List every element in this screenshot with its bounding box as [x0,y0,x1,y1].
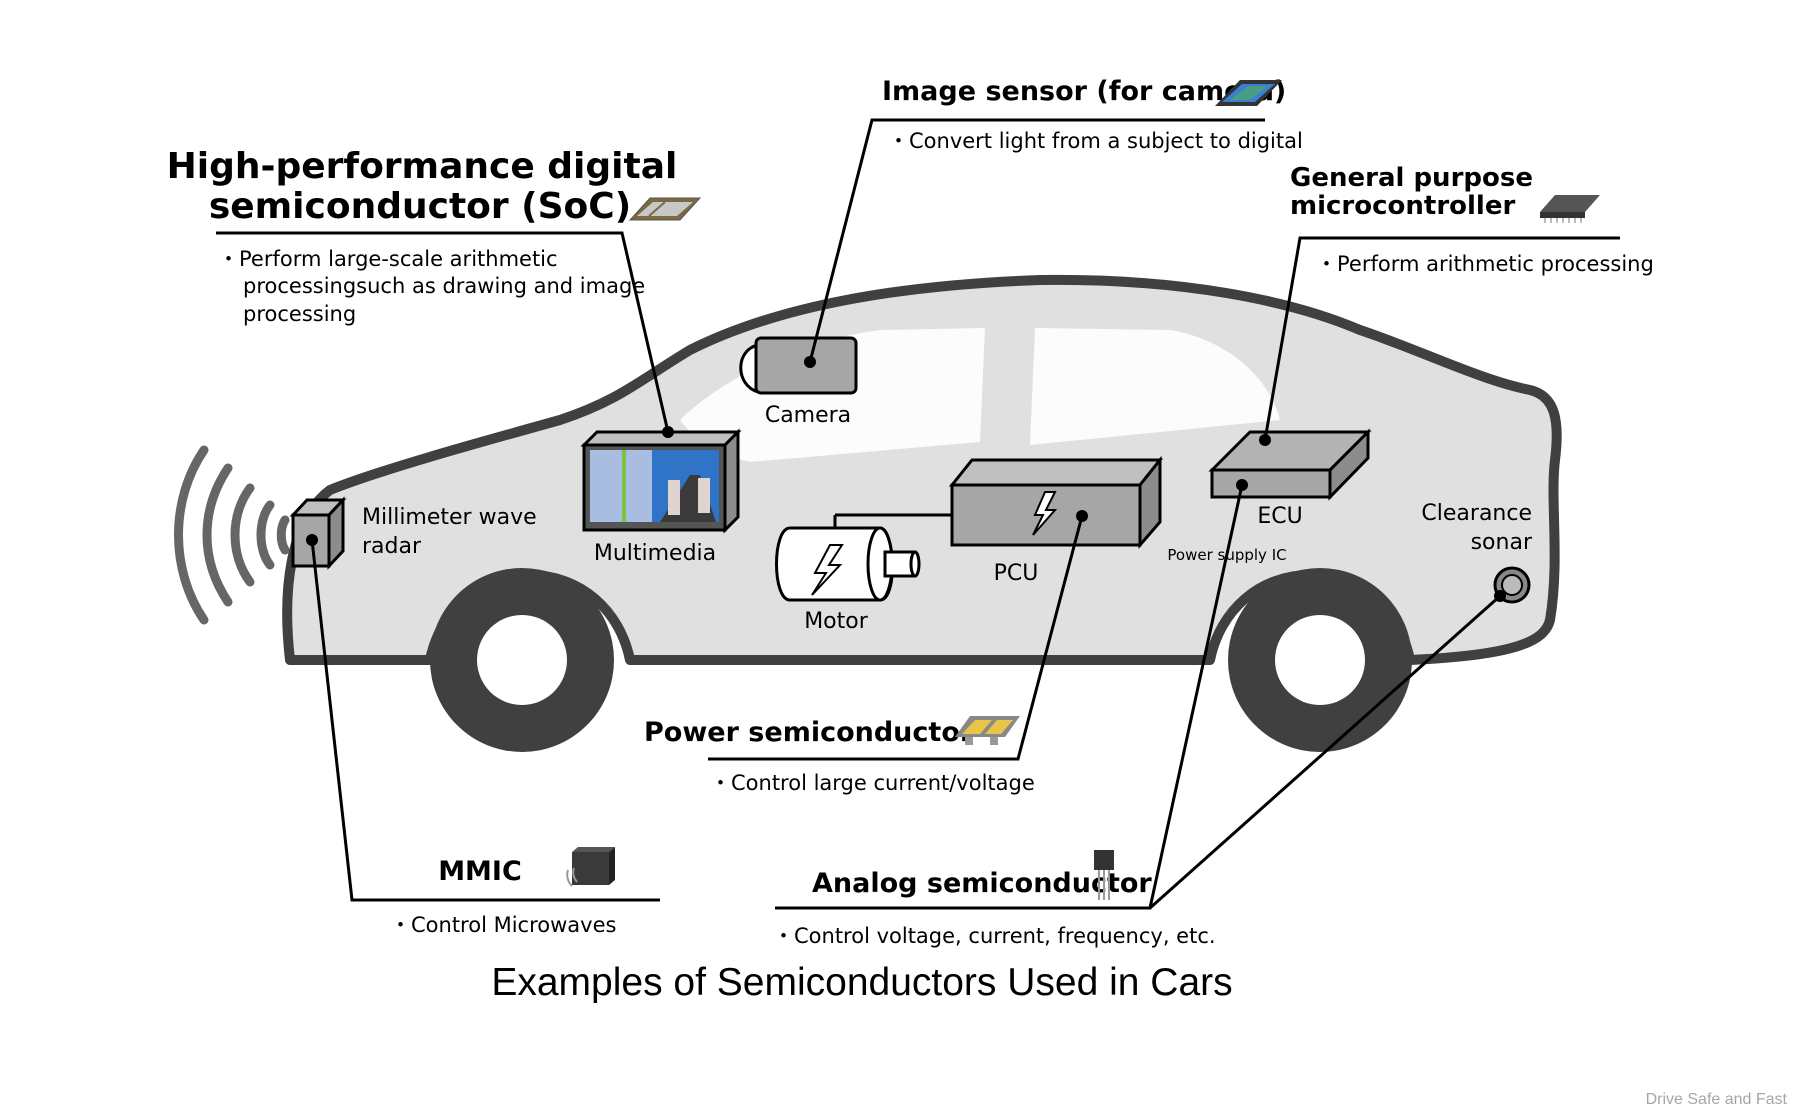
microcontroller-title-line1: General purpose [1290,163,1533,193]
analog-desc: ・Control voltage, current, frequency, et… [773,924,1216,948]
pcu-label: PCU [994,561,1039,586]
microcontroller-chip-icon [1540,195,1600,223]
multimedia-label: Multimedia [594,541,716,566]
sonar-label-line1: Clearance [1421,501,1532,526]
soc-desc-line3: processing [243,302,356,326]
front-wheel [430,568,614,752]
soc-chip-icon [628,197,702,221]
camera-label: Camera [765,403,851,428]
soc-title-line1: High-performance digital [167,146,678,187]
pcu-box-icon [948,455,1164,550]
camera-icon [739,336,858,395]
motor-label: Motor [804,609,869,634]
radar-label-line2: radar [362,534,422,559]
motor-icon [775,513,952,602]
analog-title: Analog semiconductor [812,868,1152,899]
microcontroller-title-line2: microcontroller [1290,191,1515,221]
soc-title-line2: semiconductor (SoC) [209,186,631,227]
mmic-desc: ・Control Microwaves [390,913,616,937]
multimedia-screen-icon [580,428,742,534]
mmic-chip-icon [566,847,615,887]
image-sensor-title: Image sensor (for camera) [882,76,1286,107]
radar-cube-icon [289,496,347,570]
ecu-box-icon [1208,428,1372,501]
soc-desc-line2: processingsuch as drawing and image [243,274,645,298]
soc-desc-line1: ・Perform large-scale arithmetic [218,247,558,271]
diagram-title: Examples of Semiconductors Used in Cars [491,961,1232,1004]
power-module-icon [955,716,1020,745]
car-silhouette [282,274,1562,752]
power-title: Power semiconductor [644,717,974,748]
transistor-icon [1094,850,1114,900]
watermark: Drive Safe and Fast [1646,1091,1788,1108]
ecu-label: ECU [1257,504,1302,529]
image-sensor-icon [1215,80,1282,106]
radar-waves-icon [174,445,290,625]
microcontroller-desc: ・Perform arithmetic processing [1316,252,1654,276]
image-sensor-desc: ・Convert light from a subject to digital [888,129,1303,153]
sonar-label-line2: sonar [1471,530,1533,555]
radar-label-line1: Millimeter wave [362,505,537,530]
leader-lines [216,118,1620,910]
rear-wheel [1228,568,1412,752]
front-window [680,328,985,462]
mmic-title: MMIC [438,856,522,887]
rear-window [1030,328,1280,445]
power-desc: ・Control large current/voltage [710,771,1035,795]
